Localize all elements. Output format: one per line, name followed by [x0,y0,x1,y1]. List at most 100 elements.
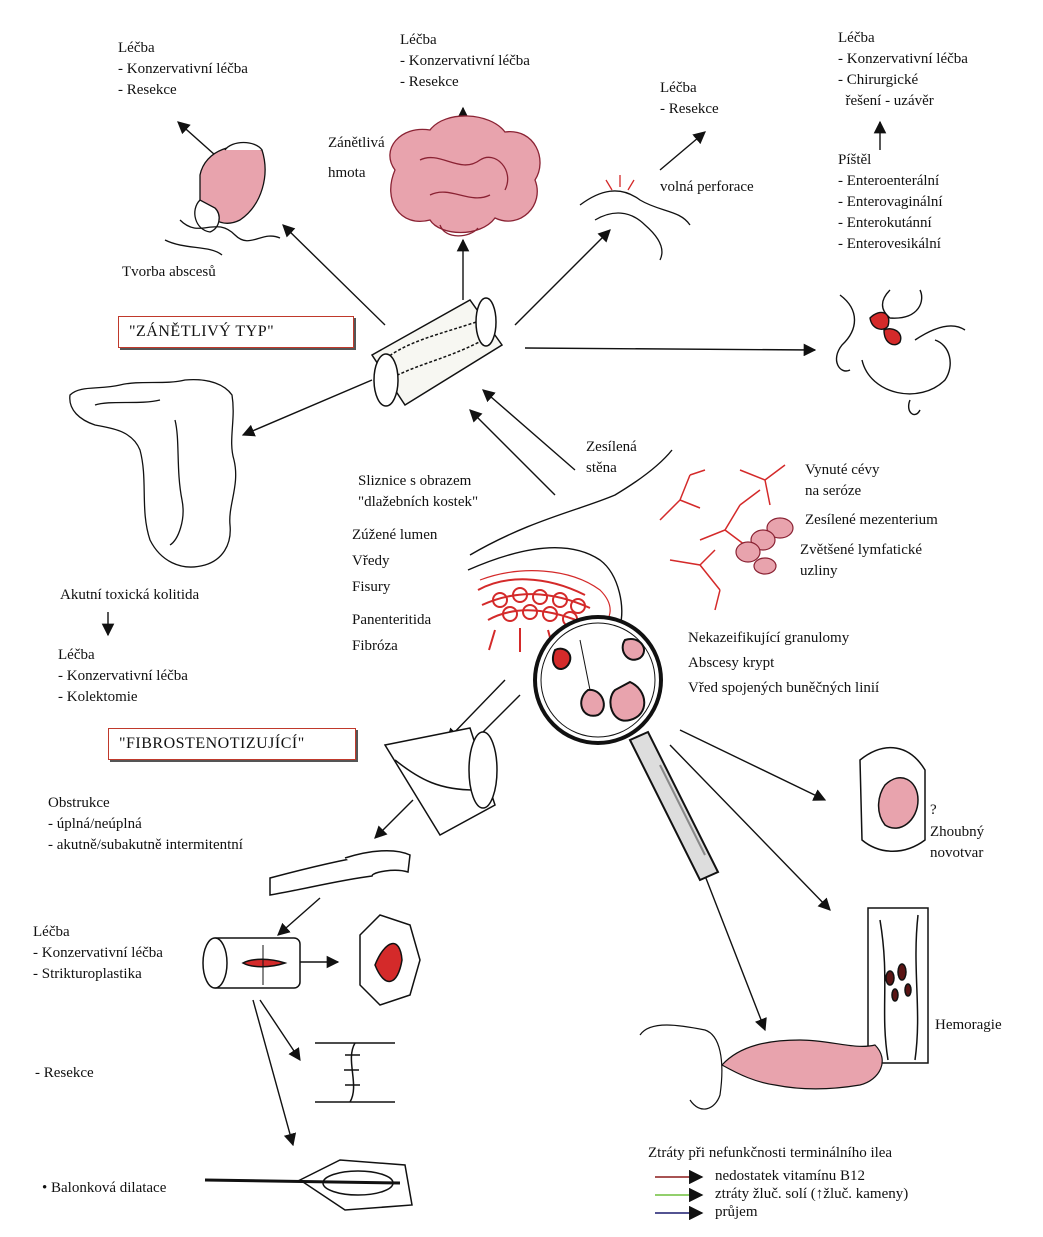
colitis-treatment-item: - Kolektomie [58,687,188,708]
arrow-wall-up-2 [470,410,555,495]
arrow-to-colitis [243,380,372,435]
mass-treatment-item: - Resekce [400,72,530,93]
wall-feature: Fibróza [352,633,431,659]
mucosa-line: "dlažebních kostek" [358,492,478,513]
fistula-treatment-item: - Konzervativní léčba [838,49,968,70]
lymph-nodes [736,518,793,574]
neoplasm-line: Zhoubný [930,822,984,843]
stricture-treatment-title: Léčba [33,922,163,943]
ileum-legend-arrows [655,1177,702,1213]
perforation-treatment-item: - Resekce [660,99,719,120]
resection-suture-illustration [315,1043,395,1102]
obstruction-label: Obstrukce - úplná/neúplná - akutně/subak… [48,793,243,856]
obstruction-title: Obstrukce [48,793,243,814]
arrow-to-fistula [525,348,815,350]
fibrostenotic-type-box: "FIBROSTENOTIZUJÍCÍ" [108,728,356,760]
colitis-treatment: Léčba - Konzervativní léčba - Kolektomie [58,645,188,708]
microscopy-findings: Nekazeifikující granulomy Abscesy krypt … [688,626,879,701]
mass-caption-line: hmota [328,158,385,188]
abscess-illustration [165,143,280,256]
microscopy-item: Nekazeifikující granulomy [688,626,879,651]
perforation-treatment: Léčba - Resekce [660,78,719,120]
abscess-caption: Tvorba abscesů [122,262,216,283]
neoplasm-line: novotvar [930,843,984,864]
wall-feature: Panenteritida [352,607,431,633]
mass-caption-line: Zánětlivá [328,128,385,158]
arrow-to-balloon [253,1000,293,1145]
obstruction-item: - úplná/neúplná [48,814,243,835]
hemorrhage-label: Hemoragie [935,1015,1002,1036]
fistula-type: - Enteroenterální [838,171,943,192]
mass-treatment-title: Léčba [400,30,530,51]
abscess-treatment: Léčba - Konzervativní léčba - Resekce [118,38,248,101]
perforation-caption: volná perforace [660,177,754,198]
mucosa-label: Sliznice s obrazem "dlažebních kostek" [358,471,478,513]
resection-label: - Resekce [35,1063,94,1084]
fistula-treatment: Léčba - Konzervativní léčba - Chirurgick… [838,28,968,112]
serosa-vessels-line: na seróze [805,481,880,502]
lymph-nodes-line: Zvětšené lymfatické [800,540,922,561]
neoplasm-question: ? [930,800,937,821]
wall-feature: Zúžené lumen [352,522,437,548]
fistula-treatment-item: řešení - uzávěr [838,91,968,112]
thickened-wall-line: Zesílená [586,437,637,458]
arrow-wall-up-1 [483,390,575,470]
colitis-treatment-title: Léčba [58,645,188,666]
mucosa-line: Sliznice s obrazem [358,471,478,492]
microscopy-item: Vřed spojených buněčných linií [688,676,879,701]
mass-treatment: Léčba - Konzervativní léčba - Resekce [400,30,530,93]
strictureplasty-illustration [360,915,420,1005]
arrow-to-stricture [278,898,320,935]
abscess-treatment-item: - Resekce [118,80,248,101]
arrow-to-abscess-treatment [178,122,215,155]
arrow-to-resection [260,1000,300,1060]
thickened-wall-label: Zesílená stěna [586,437,637,479]
lymph-nodes-line: uzliny [800,561,922,582]
fistula-type: - Enterovaginální [838,192,943,213]
inflammatory-type-box: "ZÁNĚTLIVÝ TYP" [118,316,354,348]
thickened-wall-line: stěna [586,458,637,479]
fistula-treatment-item: - Chirurgické [838,70,968,91]
obstruction-segment-illustration [270,851,410,895]
stenotic-segment-illustration [385,728,497,835]
arrow-to-perforation [515,230,610,325]
mass-caption: Zánětlivá hmota [328,128,385,188]
hemorrhage-illustration [868,908,928,1063]
inflamed-segment-illustration [372,298,502,406]
fistula-illustration [837,290,965,415]
balloon-illustration [205,1160,412,1210]
colitis-caption: Akutní toxická kolitida [60,585,199,606]
ileum-illustration [640,1025,882,1109]
abscess-treatment-title: Léčba [118,38,248,59]
neoplasm-illustration [860,748,925,852]
fistula-treatment-title: Léčba [838,28,968,49]
fistula-type: - Enterokutánní [838,213,943,234]
serosa-vessels-label: Vynuté cévy na seróze [805,460,880,502]
stricture-treatment-item: - Konzervativní léčba [33,943,163,964]
colon-illustration [70,380,236,567]
arrow-to-perforation-treatment [660,132,705,170]
stricture-treatment-item: - Strikturoplastika [33,964,163,985]
mass-treatment-item: - Konzervativní léčba [400,51,530,72]
mesentery-label: Zesílené mezenterium [805,510,938,531]
wall-feature: Vředy [352,548,437,574]
serosa-vessels-line: Vynuté cévy [805,460,880,481]
colitis-treatment-item: - Konzervativní léčba [58,666,188,687]
obstruction-item: - akutně/subakutně intermitentní [48,835,243,856]
stricture-treatment: Léčba - Konzervativní léčba - Strikturop… [33,922,163,985]
arrow-to-obstruction [375,800,413,838]
fistula-title: Píštěl [838,150,943,171]
arrow-to-abscess [283,225,385,325]
neoplasm-label: Zhoubný novotvar [930,822,984,864]
ileum-title: Ztráty při nefunkčnosti terminálního ile… [648,1143,892,1164]
wall-feature: Fisury [352,574,437,600]
microscopy-item: Abscesy krypt [688,651,879,676]
balloon-label: • Balonková dilatace [42,1178,166,1199]
wall-features: Zúžené lumen Vředy Fisury [352,522,437,600]
lymph-nodes-label: Zvětšené lymfatické uzliny [800,540,922,582]
wall-features-2: Panenteritida Fibróza [352,607,431,659]
arrow-to-neoplasm [680,730,825,800]
fistula-type: - Enterovesikální [838,234,943,255]
stricture-tube-illustration [203,938,300,988]
inflammatory-mass-illustration [390,116,540,236]
